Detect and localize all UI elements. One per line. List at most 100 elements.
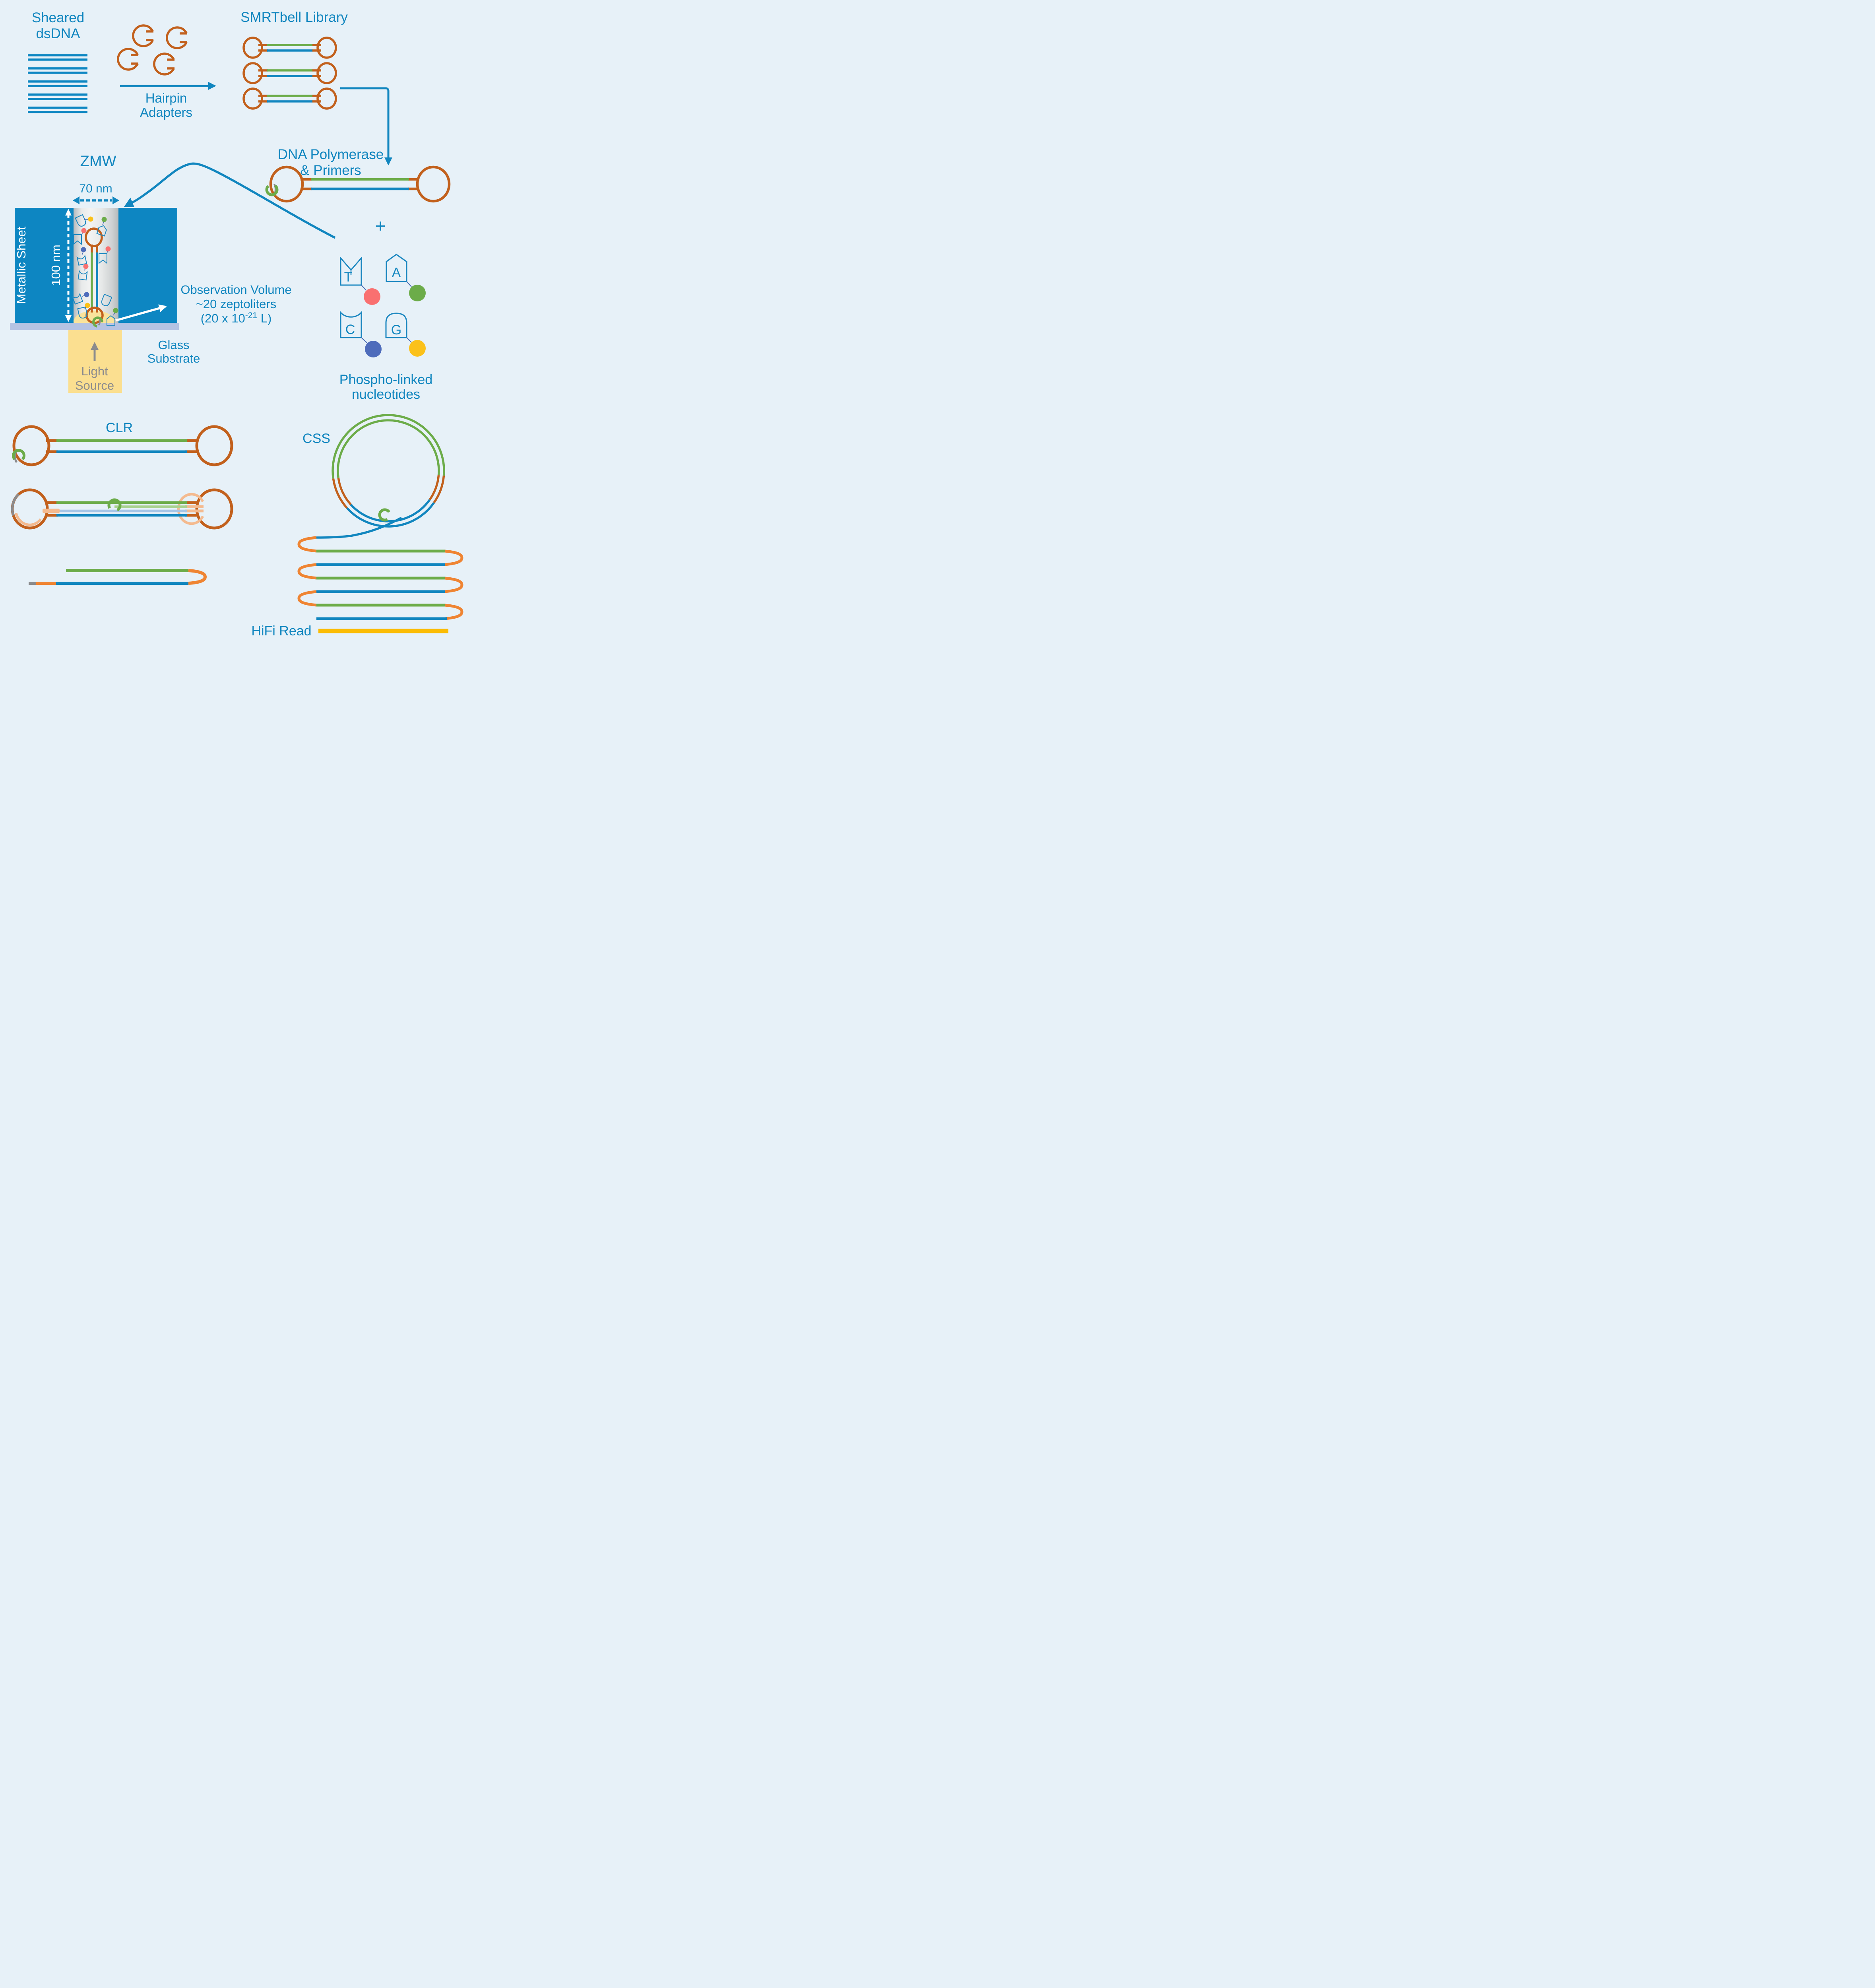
- adapter-loop-icon: [85, 227, 103, 247]
- smrtbell-dumbbell: [242, 87, 337, 110]
- polymerase-ring-icon: [378, 508, 392, 522]
- polymerase-ring-icon: [107, 498, 122, 513]
- arrowhead-down-icon: [65, 315, 72, 322]
- primed-smrtbell-complex: [265, 165, 451, 203]
- adapter-loop-icon: [195, 425, 233, 466]
- nucleotide-g-base-icon: [385, 313, 407, 338]
- plus-sign: +: [375, 215, 386, 236]
- sheared-dsdna-label-line1: Sheared: [32, 10, 84, 25]
- adapter-bend: [297, 536, 317, 553]
- primer-arc-icon: [11, 493, 19, 516]
- hairpin-adapter-icon: [117, 48, 139, 71]
- nucleotide-molecule-icon: [78, 264, 89, 281]
- phospho-label-line2: nucleotides: [352, 387, 420, 402]
- adapter-bend: [444, 549, 463, 566]
- adapter-loop-icon: [269, 165, 304, 203]
- sheared-dsdna-label-line2: dsDNA: [36, 26, 81, 41]
- dsdna-line: [28, 85, 87, 87]
- dsdna-line: [28, 111, 87, 113]
- css-blue-arc-inner: [350, 499, 431, 522]
- dsdna-line: [28, 58, 87, 61]
- nucleotide-molecule-icon: [99, 246, 111, 264]
- css-adapter-arc-inner: [429, 475, 440, 501]
- hifi-read-label: HiFi Read: [251, 623, 311, 639]
- nucleotide-t-base-icon: [340, 256, 362, 286]
- adapter-bend: [188, 569, 207, 585]
- nucleotide-molecule-icon: [77, 247, 87, 266]
- adapter-bend: [297, 563, 317, 580]
- observation-label-line1: Observation Volume: [180, 283, 291, 297]
- css-exit-strand: [316, 516, 402, 539]
- polymerase-ring-icon: [265, 183, 279, 196]
- nucleotide-molecule-icon: [77, 303, 90, 319]
- sheared-dsdna-group: Sheared dsDNA: [28, 10, 87, 113]
- light-source-beam: [68, 330, 122, 393]
- nascent-strand-loop: [15, 513, 42, 526]
- hairpin-adapter-icon: [166, 26, 188, 49]
- diagram-canvas: Sheared dsDNA Hairpin Adapte: [10, 10, 463, 639]
- nucleotide-molecule-icon: [73, 228, 87, 245]
- nucleotide-molecule-icon: [107, 308, 118, 326]
- nucleotide-legend: T A C G Phospho-linked nucleotides: [339, 254, 432, 402]
- nucleotide-molecule-icon: [75, 214, 93, 228]
- dsdna-line: [28, 54, 87, 56]
- hairpin-adapter-icon: [153, 52, 175, 76]
- dsdna-line: [28, 67, 87, 70]
- css-circular-read: [316, 414, 445, 539]
- nucleotide-t-letter: T: [344, 270, 353, 285]
- dna-polymerase-label-line1: DNA Polymerase: [278, 147, 384, 162]
- arrowhead-up-icon: [65, 209, 72, 215]
- polymerase-step-arrow: [340, 87, 392, 165]
- light-source-label-line1: Light: [81, 364, 108, 378]
- nucleotide-g-letter: G: [391, 322, 401, 338]
- css-adapter-arc-inner: [337, 478, 352, 505]
- smrtbell-dumbbell: [242, 62, 337, 84]
- adapter-bend: [297, 590, 317, 607]
- clr-label: CLR: [106, 420, 133, 435]
- clr-smrtbell-start: [12, 425, 233, 466]
- dsdna-line: [28, 80, 87, 83]
- hairpin-label-line2: Adapters: [140, 105, 192, 120]
- observation-label-line2: ~20 zeptoliters: [196, 297, 276, 311]
- css-green-arc-outer: [332, 414, 445, 479]
- clr-smrtbell-replicating: [11, 488, 233, 530]
- hairpin-label-line1: Hairpin: [145, 91, 187, 105]
- nucleotide-c-base-icon: [340, 311, 362, 338]
- adapter-loop-icon: [195, 488, 233, 530]
- arrowhead-right-icon: [112, 196, 119, 204]
- zmw-smrtbell: [85, 227, 104, 328]
- adapter-loop-icon: [12, 425, 50, 466]
- arrowhead-left-icon: [73, 196, 79, 204]
- css-green-arc-inner: [337, 419, 440, 478]
- polymerase-ring-icon: [12, 449, 25, 462]
- polymerase-ring-icon: [92, 316, 103, 328]
- nascent-strand-loop: [177, 493, 204, 525]
- metallic-sheet-left-block: [15, 208, 74, 323]
- dsdna-line: [28, 93, 87, 96]
- nucleotide-c-letter: C: [345, 322, 355, 337]
- fluorophore-green-dot: [409, 285, 426, 301]
- light-source-label-line2: Source: [75, 379, 114, 392]
- metallic-sheet-label: Metallic Sheet: [14, 226, 28, 304]
- nucleotide-a-letter: A: [392, 265, 401, 280]
- height-100nm-label: 100 nm: [49, 245, 63, 285]
- smrtbell-library-group: [242, 37, 337, 110]
- nucleotide-molecule-icon: [72, 292, 89, 305]
- width-70nm-arrow: [73, 196, 119, 204]
- phospho-label-line1: Phospho-linked: [339, 372, 432, 387]
- excitation-glow: [73, 311, 115, 323]
- fluorophore-red-dot: [364, 288, 380, 305]
- height-100nm-arrow: [65, 209, 72, 322]
- glass-substrate-label-line2: Substrate: [147, 351, 200, 365]
- fluorophore-yellow-dot: [409, 340, 426, 357]
- hairpin-adapters-group: [117, 24, 188, 76]
- clr-linear-read: [29, 569, 207, 585]
- metallic-sheet-right-block: [118, 208, 177, 323]
- smrt-sequencing-diagram: Sheared dsDNA Hairpin Adapte: [0, 0, 469, 650]
- glass-substrate-label-line1: Glass: [158, 338, 189, 352]
- diffusing-nucleotides: [72, 214, 118, 326]
- adapter-bend: [444, 604, 463, 620]
- smrtbell-library-label: SMRTbell Library: [240, 10, 348, 25]
- hairpin-adapter-icon: [132, 24, 154, 47]
- dsdna-line: [28, 98, 87, 100]
